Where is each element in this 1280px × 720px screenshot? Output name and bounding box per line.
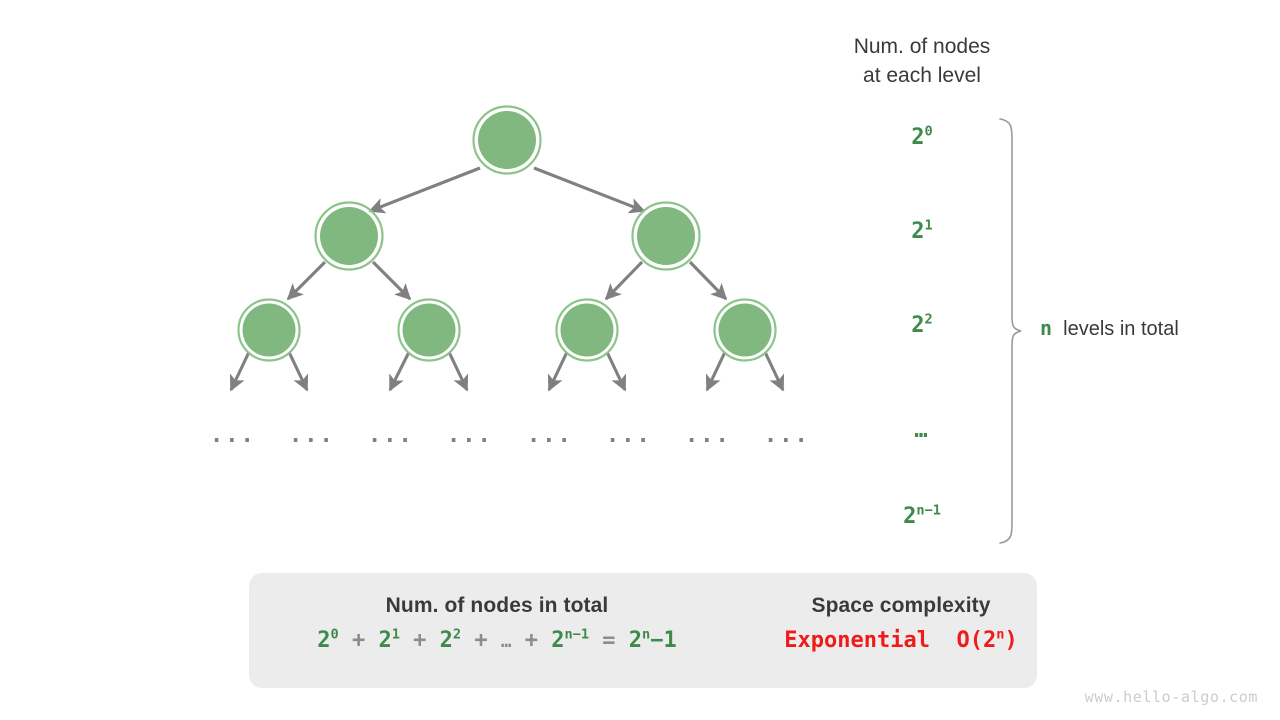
level-label-0: 20 <box>862 125 982 150</box>
formula-exp-0: 0 <box>330 626 339 643</box>
edge-l2b-right <box>688 260 728 301</box>
brace-variable: n <box>1040 316 1053 340</box>
summary-right: Space complexity Exponential O(2n) <box>778 594 1024 653</box>
edge-root-left <box>368 166 481 214</box>
brace-annotation: n levels in total <box>1040 316 1179 341</box>
formula-term-1: 2 <box>378 628 392 653</box>
tree-ellipsis-2: ... <box>289 423 335 448</box>
tree-node-l2-right <box>631 201 701 271</box>
formula-exp-3: n−1 <box>564 626 590 643</box>
level-exp-2: 2 <box>924 311 933 328</box>
formula-term-0: 2 <box>317 628 331 653</box>
column-header: Num. of nodes at each level <box>812 32 1032 90</box>
summary-right-title: Space complexity <box>811 594 991 617</box>
tree-node-l3-2 <box>397 298 461 362</box>
edge-l3b-right <box>447 351 469 392</box>
level-label-ellipsis: … <box>862 418 982 443</box>
level-exp-last: n−1 <box>916 502 941 519</box>
formula-plus-2: + <box>413 628 427 653</box>
tree-node-root <box>472 105 542 175</box>
summary-formula: 20 + 21 + 22 + … + 2n−1 = 2n−1 <box>262 628 732 653</box>
level-ellipsis-glyph: … <box>914 418 930 443</box>
brace-label-text: levels in total <box>1063 318 1179 340</box>
summary-left: Num. of nodes in total 20 + 21 + 22 + … … <box>262 594 732 653</box>
edge-l2a-left <box>286 260 327 301</box>
formula-exp-2: 2 <box>452 626 462 643</box>
level-label-1: 21 <box>862 219 982 244</box>
summary-panel <box>249 573 1037 688</box>
level-base-1: 2 <box>911 219 925 244</box>
edge-l2b-left <box>604 260 644 301</box>
edge-l3d-left <box>705 351 727 392</box>
formula-exp-1: 1 <box>391 626 400 643</box>
tree-node-l3-3 <box>555 298 619 362</box>
tree-ellipsis-1: ... <box>210 423 256 448</box>
level-label-last: 2n−1 <box>862 504 982 529</box>
formula-result-base: 2 <box>628 628 643 653</box>
formula-plus-3: + <box>474 628 488 653</box>
edge-l3a-left <box>229 351 251 392</box>
level-exp-1: 1 <box>924 217 933 234</box>
tree-ellipsis-6: ... <box>606 423 652 448</box>
complexity-notation-head: O(2 <box>956 628 997 653</box>
formula-equals: = <box>602 628 616 653</box>
formula-plus-1: + <box>351 628 366 653</box>
level-label-2: 22 <box>862 313 982 338</box>
levels-brace <box>999 118 1022 544</box>
tree-ellipsis-4: ... <box>447 423 493 448</box>
level-base-0: 2 <box>911 125 925 150</box>
tree-ellipsis-8: ... <box>764 423 810 448</box>
edge-l2a-right <box>371 260 412 301</box>
complexity-notation-tail: ) <box>1004 628 1018 653</box>
formula-term-2: 2 <box>439 628 453 653</box>
edge-l3c-left <box>547 351 569 392</box>
tree-node-l3-1 <box>237 298 301 362</box>
edge-l3c-right <box>605 351 627 392</box>
column-header-line2: at each level <box>863 64 981 87</box>
edge-l3a-right <box>287 351 309 392</box>
formula-result-tail: −1 <box>650 628 677 653</box>
level-base-last: 2 <box>903 504 917 529</box>
complexity-word: Exponential <box>784 628 930 653</box>
summary-left-title: Num. of nodes in total <box>385 594 609 617</box>
edge-root-right <box>533 166 646 214</box>
tree-node-l2-left <box>314 201 384 271</box>
tree-nodes <box>237 105 777 362</box>
level-base-2: 2 <box>911 313 925 338</box>
tree-ellipsis-7: ... <box>685 423 731 448</box>
formula-result-exp: n <box>642 626 651 643</box>
tree-edges <box>229 166 785 392</box>
tree-ellipsis-3: ... <box>368 423 414 448</box>
formula-plus-4: + <box>524 628 538 653</box>
level-exp-0: 0 <box>924 123 933 140</box>
edge-l3b-left <box>388 351 411 392</box>
tree-node-l3-4 <box>713 298 777 362</box>
edge-l3d-right <box>763 351 785 392</box>
summary-complexity: Exponential O(2n) <box>778 628 1024 653</box>
tree-ellipsis-5: ... <box>527 423 573 448</box>
formula-midots: … <box>500 632 512 652</box>
formula-term-3: 2 <box>551 628 565 653</box>
watermark: www.hello-algo.com <box>1084 688 1258 706</box>
complexity-notation-exp: n <box>996 626 1005 643</box>
column-header-line1: Num. of nodes <box>853 35 991 58</box>
